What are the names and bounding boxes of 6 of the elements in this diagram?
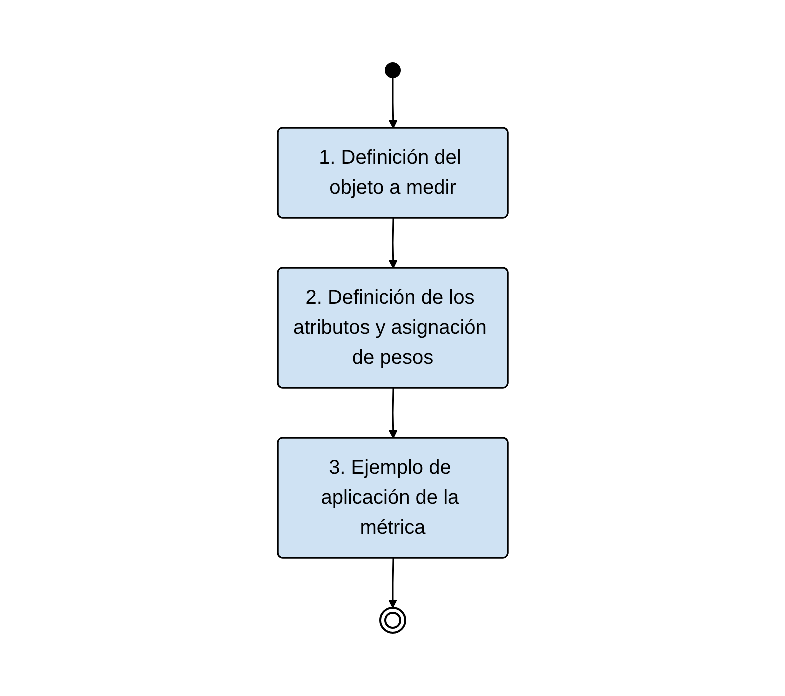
node-circle [379, 607, 406, 634]
arrow [388, 388, 398, 439]
arrow [388, 558, 397, 608]
node-circle [384, 62, 400, 78]
arrow [388, 218, 398, 269]
arrow [388, 78, 398, 129]
